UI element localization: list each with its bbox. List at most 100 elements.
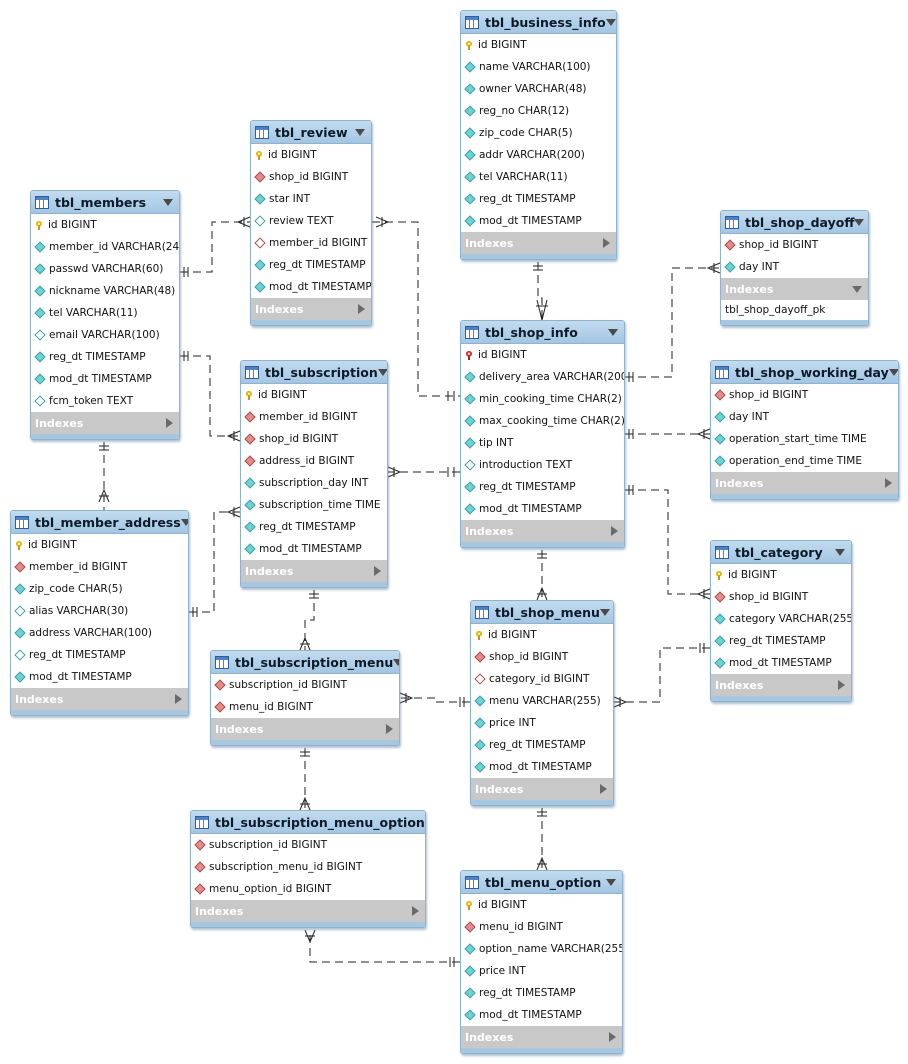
field-row[interactable]: subscription_id BIGINT bbox=[211, 674, 399, 696]
collapse-icon[interactable] bbox=[355, 128, 365, 136]
field-row[interactable]: min_cooking_time CHAR(2) bbox=[461, 388, 624, 410]
field-row[interactable]: subscription_menu_id BIGINT bbox=[191, 856, 425, 878]
table-tbl-subscription-menu[interactable]: tbl_subscription_menu subscription_id BI… bbox=[210, 650, 400, 746]
collapse-icon[interactable] bbox=[854, 218, 865, 226]
field-row[interactable]: member_id BIGINT bbox=[241, 406, 387, 428]
table-tbl-shop-info[interactable]: tbl_shop_info id BIGINT delivery_area VA… bbox=[460, 320, 625, 548]
table-tbl-shop-menu[interactable]: tbl_shop_menu id BIGINT shop_id BIGINT c… bbox=[470, 600, 614, 806]
field-row[interactable]: operation_end_time TIME bbox=[711, 450, 898, 472]
field-row[interactable]: tel VARCHAR(11) bbox=[461, 166, 616, 188]
table-header[interactable]: tbl_subscription_menu bbox=[211, 651, 399, 674]
table-header[interactable]: tbl_business_info bbox=[461, 11, 616, 34]
field-row[interactable]: review TEXT bbox=[251, 210, 371, 232]
collapse-icon[interactable] bbox=[605, 18, 616, 26]
field-row[interactable]: address VARCHAR(100) bbox=[11, 622, 188, 644]
expand-arrow-icon[interactable] bbox=[838, 680, 845, 690]
field-row[interactable]: shop_id BIGINT bbox=[711, 384, 898, 406]
field-row[interactable]: mod_dt TIMESTAMP bbox=[31, 368, 179, 390]
field-row[interactable]: fcm_token TEXT bbox=[31, 390, 179, 412]
table-header[interactable]: tbl_shop_dayoff bbox=[721, 211, 868, 234]
field-row[interactable]: tip INT bbox=[461, 432, 624, 454]
expand-arrow-icon[interactable] bbox=[386, 724, 393, 734]
field-row[interactable]: menu_id BIGINT bbox=[461, 916, 622, 938]
table-header[interactable]: tbl_category bbox=[711, 541, 851, 564]
collapse-arrow-icon[interactable] bbox=[852, 285, 862, 293]
table-tbl-category[interactable]: tbl_category id BIGINT shop_id BIGINT ca… bbox=[710, 540, 852, 702]
collapse-icon[interactable] bbox=[888, 368, 898, 376]
field-row[interactable]: reg_dt TIMESTAMP bbox=[11, 644, 188, 666]
field-row[interactable]: passwd VARCHAR(60) bbox=[31, 258, 179, 280]
field-row[interactable]: mod_dt TIMESTAMP bbox=[461, 210, 616, 232]
field-row[interactable]: mod_dt TIMESTAMP bbox=[471, 756, 613, 778]
field-row[interactable]: subscription_day INT bbox=[241, 472, 387, 494]
field-row[interactable]: delivery_area VARCHAR(200) bbox=[461, 366, 624, 388]
expand-arrow-icon[interactable] bbox=[611, 526, 618, 536]
table-header[interactable]: tbl_member_address bbox=[11, 511, 188, 534]
collapse-icon[interactable] bbox=[377, 368, 387, 376]
table-tbl-review[interactable]: tbl_review id BIGINT shop_id BIGINT star… bbox=[250, 120, 372, 326]
table-header[interactable]: tbl_shop_working_day bbox=[711, 361, 898, 384]
field-row[interactable]: mod_dt TIMESTAMP bbox=[251, 276, 371, 298]
expand-arrow-icon[interactable] bbox=[374, 566, 381, 576]
field-row[interactable]: id BIGINT bbox=[31, 214, 179, 236]
field-row[interactable]: reg_no CHAR(12) bbox=[461, 100, 616, 122]
expand-arrow-icon[interactable] bbox=[885, 478, 892, 488]
expand-arrow-icon[interactable] bbox=[412, 906, 419, 916]
field-row[interactable]: name VARCHAR(100) bbox=[461, 56, 616, 78]
field-row[interactable]: reg_dt TIMESTAMP bbox=[471, 734, 613, 756]
field-row[interactable]: shop_id BIGINT bbox=[241, 428, 387, 450]
collapse-icon[interactable] bbox=[599, 608, 610, 616]
table-tbl-members[interactable]: tbl_members id BIGINT member_id VARCHAR(… bbox=[30, 190, 180, 440]
expand-arrow-icon[interactable] bbox=[609, 1032, 616, 1042]
field-row[interactable]: address_id BIGINT bbox=[241, 450, 387, 472]
field-row[interactable]: mod_dt TIMESTAMP bbox=[11, 666, 188, 688]
field-row[interactable]: reg_dt TIMESTAMP bbox=[711, 630, 851, 652]
field-row[interactable]: reg_dt TIMESTAMP bbox=[461, 188, 616, 210]
field-row[interactable]: member_id BIGINT bbox=[251, 232, 371, 254]
indexes-section[interactable]: Indexes bbox=[251, 298, 371, 320]
indexes-section[interactable]: Indexes bbox=[31, 412, 179, 434]
table-tbl-business-info[interactable]: tbl_business_info id BIGINT name VARCHAR… bbox=[460, 10, 617, 260]
indexes-section[interactable]: Indexes bbox=[191, 900, 425, 922]
index-item[interactable]: tbl_shop_dayoff_pk bbox=[721, 300, 868, 320]
table-tbl-member-address[interactable]: tbl_member_address id BIGINT member_id B… bbox=[10, 510, 189, 716]
field-row[interactable]: price INT bbox=[471, 712, 613, 734]
collapse-icon[interactable] bbox=[608, 328, 618, 336]
field-row[interactable]: category_id BIGINT bbox=[471, 668, 613, 690]
field-row[interactable]: addr VARCHAR(200) bbox=[461, 144, 616, 166]
expand-arrow-icon[interactable] bbox=[175, 694, 182, 704]
table-header[interactable]: tbl_members bbox=[31, 191, 179, 214]
field-row[interactable]: alias VARCHAR(30) bbox=[11, 600, 188, 622]
table-tbl-subscription-menu-option[interactable]: tbl_subscription_menu_option subscriptio… bbox=[190, 810, 426, 928]
table-tbl-subscription[interactable]: tbl_subscription id BIGINT member_id BIG… bbox=[240, 360, 388, 588]
indexes-section[interactable]: Indexes bbox=[11, 688, 188, 710]
field-row[interactable]: mod_dt TIMESTAMP bbox=[461, 1004, 622, 1026]
field-row[interactable]: menu_option_id BIGINT bbox=[191, 878, 425, 900]
field-row[interactable]: subscription_id BIGINT bbox=[191, 834, 425, 856]
collapse-icon[interactable] bbox=[835, 548, 845, 556]
expand-arrow-icon[interactable] bbox=[603, 238, 610, 248]
field-row[interactable]: email VARCHAR(100) bbox=[31, 324, 179, 346]
collapse-icon[interactable] bbox=[163, 198, 173, 206]
field-row[interactable]: zip_code CHAR(5) bbox=[461, 122, 616, 144]
field-row[interactable]: member_id BIGINT bbox=[11, 556, 188, 578]
field-row[interactable]: max_cooking_time CHAR(2) bbox=[461, 410, 624, 432]
indexes-section[interactable]: Indexes bbox=[711, 674, 851, 696]
field-row[interactable]: tel VARCHAR(11) bbox=[31, 302, 179, 324]
field-row[interactable]: id BIGINT bbox=[461, 344, 624, 366]
indexes-section[interactable]: Indexes bbox=[711, 472, 898, 494]
field-row[interactable]: id BIGINT bbox=[241, 384, 387, 406]
field-row[interactable]: mod_dt TIMESTAMP bbox=[241, 538, 387, 560]
indexes-section[interactable]: Indexes bbox=[211, 718, 399, 740]
field-row[interactable]: star INT bbox=[251, 188, 371, 210]
table-tbl-menu-option[interactable]: tbl_menu_option id BIGINT menu_id BIGINT… bbox=[460, 870, 623, 1054]
expand-arrow-icon[interactable] bbox=[600, 784, 607, 794]
table-header[interactable]: tbl_menu_option bbox=[461, 871, 622, 894]
expand-arrow-icon[interactable] bbox=[166, 418, 173, 428]
field-row[interactable]: reg_dt TIMESTAMP bbox=[31, 346, 179, 368]
field-row[interactable]: id BIGINT bbox=[251, 144, 371, 166]
field-row[interactable]: id BIGINT bbox=[711, 564, 851, 586]
field-row[interactable]: introduction TEXT bbox=[461, 454, 624, 476]
field-row[interactable]: option_name VARCHAR(255) bbox=[461, 938, 622, 960]
field-row[interactable]: nickname VARCHAR(48) bbox=[31, 280, 179, 302]
